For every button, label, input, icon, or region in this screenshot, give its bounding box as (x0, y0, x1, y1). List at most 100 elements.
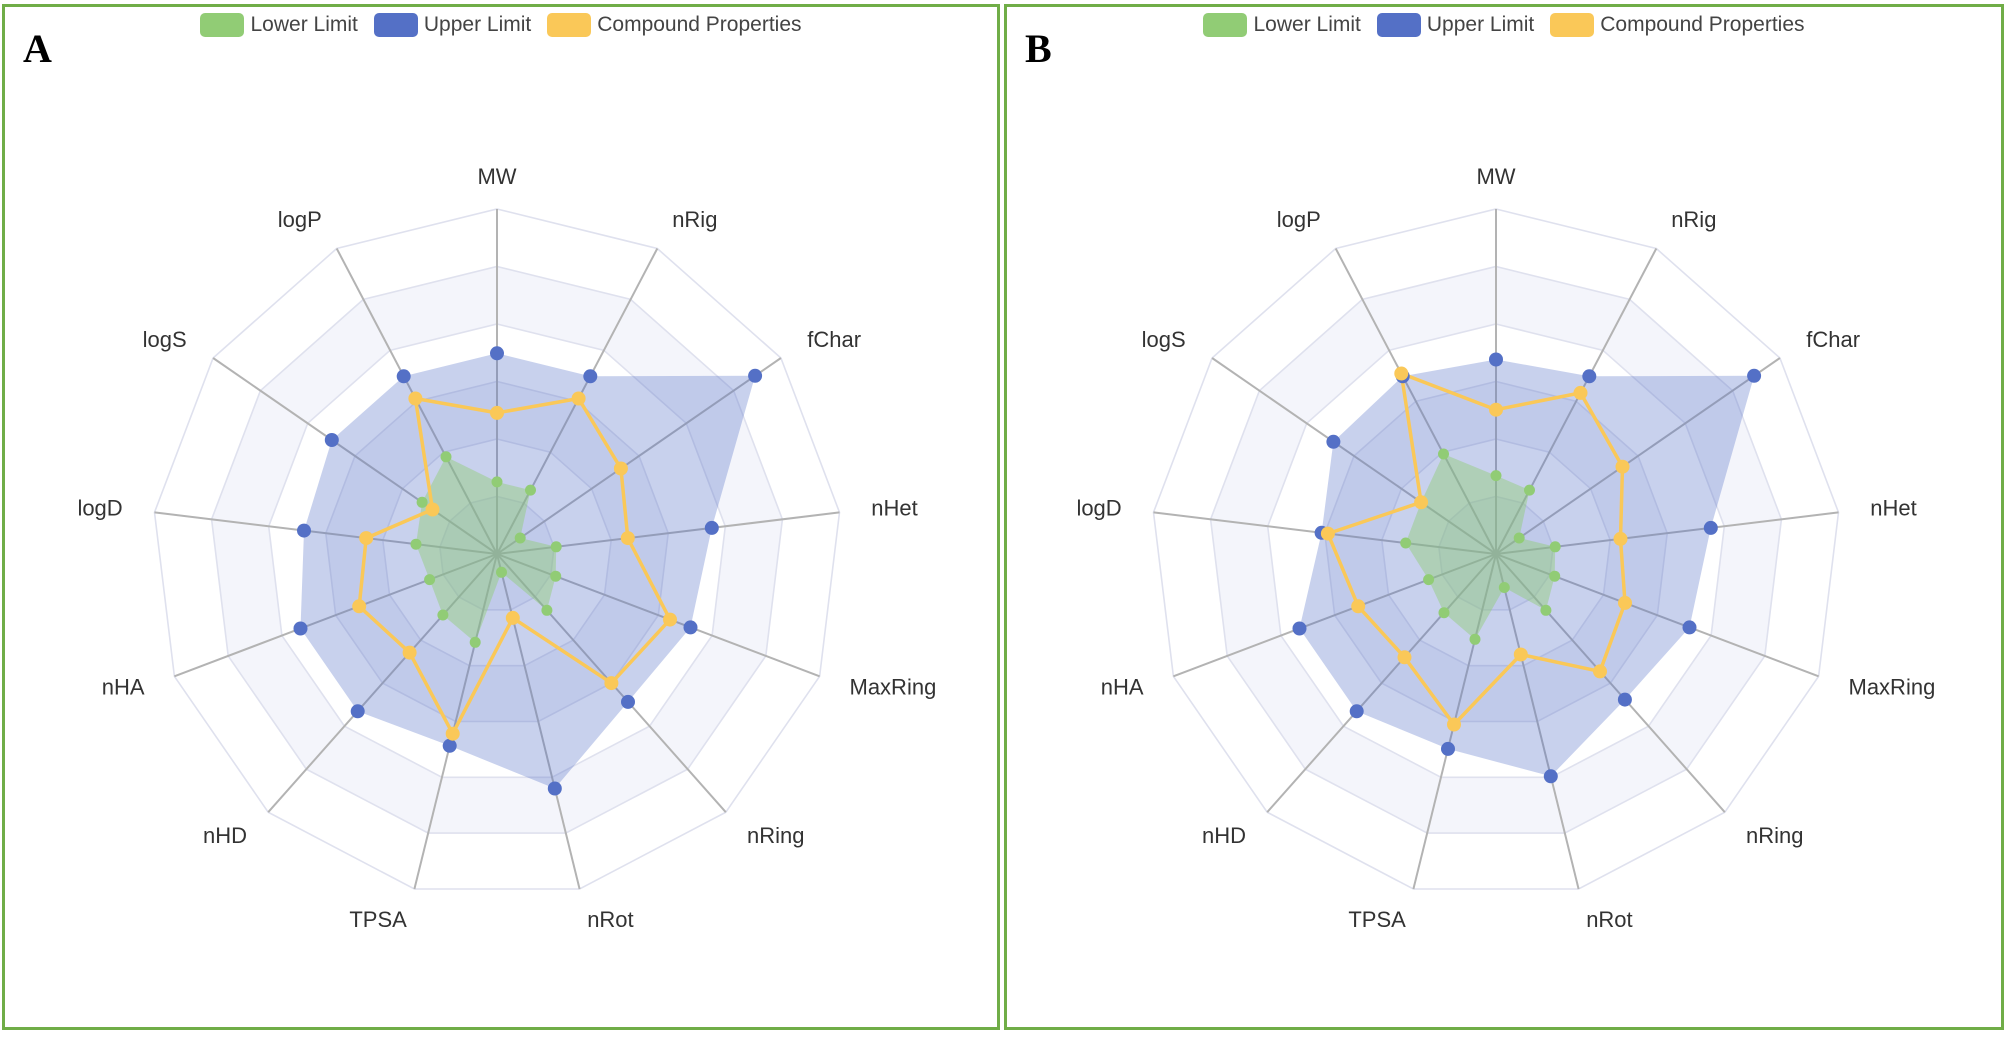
series-area-lower-limit (416, 456, 557, 643)
point-lower-limit-nha (424, 574, 436, 586)
point-lower-limit-nhet (1549, 541, 1561, 553)
series-line-compound-properties (357, 396, 672, 736)
legend-label-upper-limit: Upper Limit (423, 13, 532, 36)
point-upper-limit-logd (297, 523, 311, 538)
axis-label-logp: logP (1277, 207, 1321, 232)
point-lower-limit-logd (410, 538, 422, 550)
legend-swatch-lower-limit (200, 13, 245, 37)
point-compound-properties-logs (425, 502, 440, 517)
point-lower-limit-tpsa (469, 636, 481, 648)
axis-line-fchar (1495, 357, 1781, 555)
axis-line-nha (174, 553, 498, 678)
point-lower-limit-nhd (437, 609, 449, 621)
point-lower-limit-logd (1400, 537, 1412, 549)
legend-item-compound-properties[interactable]: Compound Properties (547, 13, 802, 37)
point-lower-limit-nrig (525, 484, 536, 496)
point-compound-properties-nhet (620, 531, 635, 546)
axis-label-nrot: nRot (1586, 907, 1632, 932)
point-upper-limit-nrig (583, 369, 598, 384)
panel-label-b: B (1025, 26, 1052, 71)
point-compound-properties-nrig (571, 391, 586, 406)
point-compound-properties-fchar (1615, 459, 1630, 474)
series-area-lower-limit (1405, 454, 1556, 640)
radar-panel-b: B Lower Limit Upper Limit Compound Prope… (1004, 4, 2004, 1030)
axis-label-fchar: fChar (807, 327, 861, 352)
point-lower-limit-logp (440, 451, 452, 463)
legend-item-upper-limit[interactable]: Upper Limit (373, 13, 532, 37)
point-compound-properties-mw (1489, 402, 1503, 417)
axis-label-nhd: nHD (1202, 823, 1246, 848)
axis-label-nring: nRing (747, 823, 804, 848)
axis-label-logs: logS (1142, 327, 1186, 352)
legend: Lower Limit Upper Limit Compound Propert… (1007, 13, 2001, 37)
axis-label-logd: logD (77, 496, 122, 521)
legend-item-upper-limit[interactable]: Upper Limit (1376, 13, 1534, 37)
point-lower-limit-nrig (1524, 484, 1535, 496)
point-compound-properties-nha (352, 599, 367, 614)
point-lower-limit-nhet (550, 541, 562, 553)
point-compound-properties-logd (1320, 526, 1335, 541)
point-compound-properties-nha (1351, 599, 1366, 614)
legend-label-compound-properties: Compound Properties (1600, 13, 1805, 36)
legend-item-compound-properties[interactable]: Compound Properties (1550, 13, 1805, 37)
point-lower-limit-logp (1438, 448, 1449, 460)
point-compound-properties-logd (359, 531, 374, 546)
legend-item-lower-limit[interactable]: Lower Limit (200, 13, 358, 37)
point-upper-limit-maxring (683, 620, 698, 635)
point-upper-limit-nrot (547, 781, 562, 796)
point-upper-limit-fchar (748, 368, 763, 383)
point-lower-limit-fchar (514, 532, 526, 544)
series-line-compound-properties (1326, 371, 1627, 727)
legend: Lower Limit Upper Limit Compound Propert… (5, 13, 997, 37)
axis-label-nrig: nRig (672, 207, 717, 232)
point-compound-properties-logp (408, 391, 423, 406)
point-upper-limit-tpsa (1441, 741, 1455, 756)
axis-label-nhet: nHet (871, 496, 917, 521)
point-lower-limit-nhd (1438, 607, 1450, 619)
point-upper-limit-logp (396, 369, 411, 384)
axis-label-tpsa: TPSA (1348, 907, 1406, 932)
axis-line-logd (154, 511, 498, 555)
legend-swatch-compound-properties (547, 13, 592, 37)
point-upper-limit-tpsa (442, 738, 457, 753)
point-upper-limit-nha (293, 621, 308, 636)
point-upper-limit-maxring (1682, 620, 1697, 635)
legend-swatch-lower-limit (1203, 13, 1248, 37)
point-lower-limit-fchar (1513, 532, 1525, 544)
legend-item-lower-limit[interactable]: Lower Limit (1203, 13, 1361, 37)
axis-line-nhd (267, 553, 498, 813)
axis-line-fchar (496, 357, 782, 555)
axis-line-logp (1334, 248, 1497, 555)
point-lower-limit-logs (416, 496, 428, 508)
axis-line-nhd (1266, 553, 1497, 813)
axis-line-tpsa (413, 553, 498, 890)
axis-label-nrot: nRot (587, 907, 633, 932)
radar-chart-b: MWnRigfCharnHetMaxRingnRingnRotTPSAnHDnH… (1076, 164, 1936, 932)
legend-label-lower-limit: Lower Limit (1253, 13, 1361, 36)
point-lower-limit-nring (1540, 604, 1552, 616)
point-compound-properties-logs (1414, 495, 1429, 510)
axis-label-nha: nHA (102, 675, 145, 700)
legend-swatch-upper-limit (373, 13, 418, 37)
axis-label-fchar: fChar (1806, 327, 1860, 352)
point-compound-properties-logp (1394, 366, 1409, 381)
point-lower-limit-tpsa (1469, 633, 1481, 645)
axis-label-maxring: MaxRing (1849, 675, 1936, 700)
axis-label-logp: logP (278, 207, 322, 232)
legend-label-lower-limit: Lower Limit (250, 13, 358, 36)
axis-line-nrot (1495, 553, 1580, 890)
legend-swatch-compound-properties (1550, 13, 1595, 37)
series-area-upper-limit (1299, 359, 1755, 777)
radar-chart-a: MWnRigfCharnHetMaxRingnRingnRotTPSAnHDnH… (77, 164, 936, 932)
axis-line-nha (1173, 553, 1497, 678)
point-compound-properties-nring (1593, 664, 1607, 679)
point-lower-limit-maxring (1549, 570, 1561, 582)
point-compound-properties-fchar (613, 461, 628, 476)
point-lower-limit-nring (541, 604, 553, 616)
point-upper-limit-nhd (1349, 704, 1364, 719)
point-upper-limit-nring (1617, 692, 1632, 707)
point-lower-limit-nrot (1498, 582, 1510, 593)
point-compound-properties-tpsa (1447, 717, 1461, 732)
point-upper-limit-mw (1489, 352, 1503, 367)
point-compound-properties-nrot (505, 610, 520, 625)
